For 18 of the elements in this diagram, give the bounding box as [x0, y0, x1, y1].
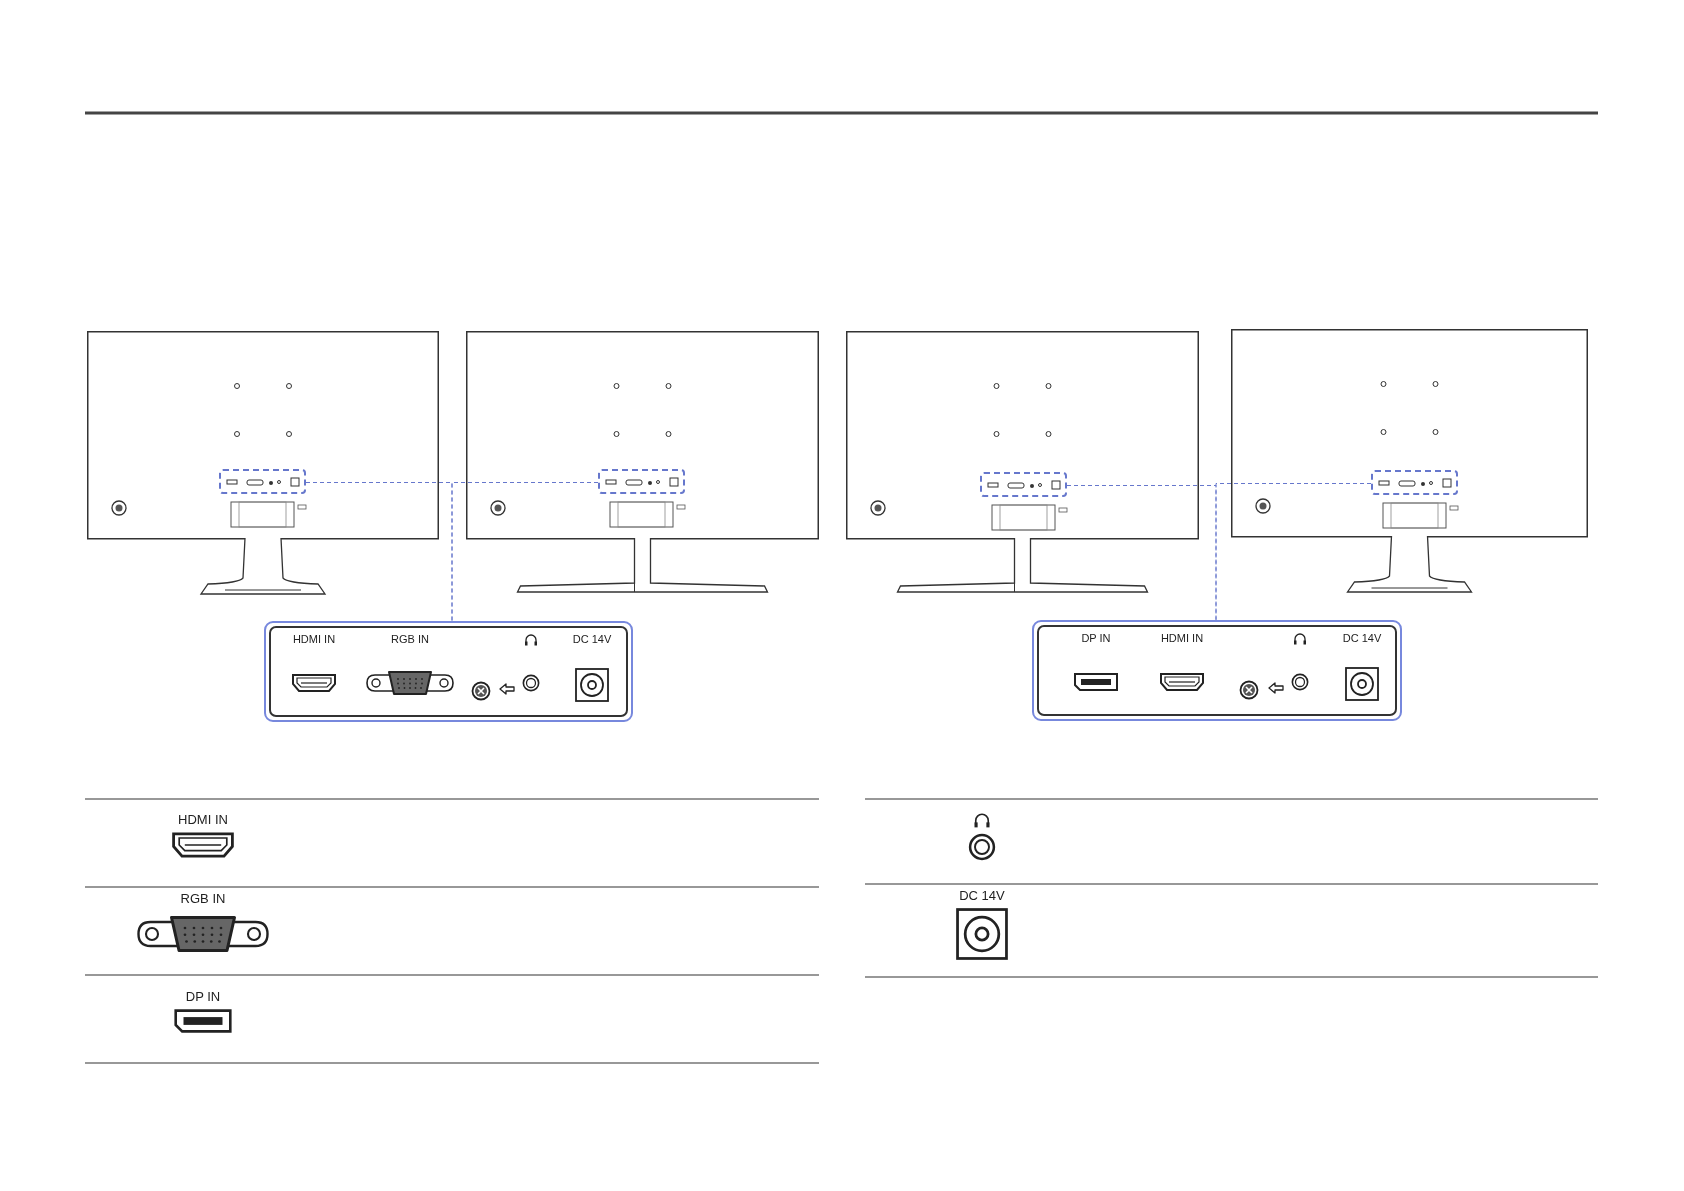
port-label: DC 14V [1342, 632, 1382, 644]
port-label: HDMI IN [178, 812, 228, 827]
port-label: RGB IN [180, 891, 226, 906]
port-label: DC 14V [572, 633, 612, 645]
port-panel [1032, 620, 1402, 721]
port-label: DC 14V [959, 888, 1005, 903]
port-label: DP IN [1081, 632, 1111, 644]
leader-line [451, 482, 599, 622]
port-area-highlight [1371, 470, 1458, 495]
port-label: DP IN [185, 989, 221, 1004]
port-label: HDMI IN [292, 633, 336, 645]
leader-line [1215, 483, 1372, 621]
port-area-highlight [980, 472, 1067, 497]
port-area-highlight [219, 469, 306, 494]
port-panel [264, 621, 633, 722]
port-label: HDMI IN [1160, 632, 1204, 644]
port-area-highlight [598, 469, 685, 494]
port-label: RGB IN [391, 633, 429, 645]
